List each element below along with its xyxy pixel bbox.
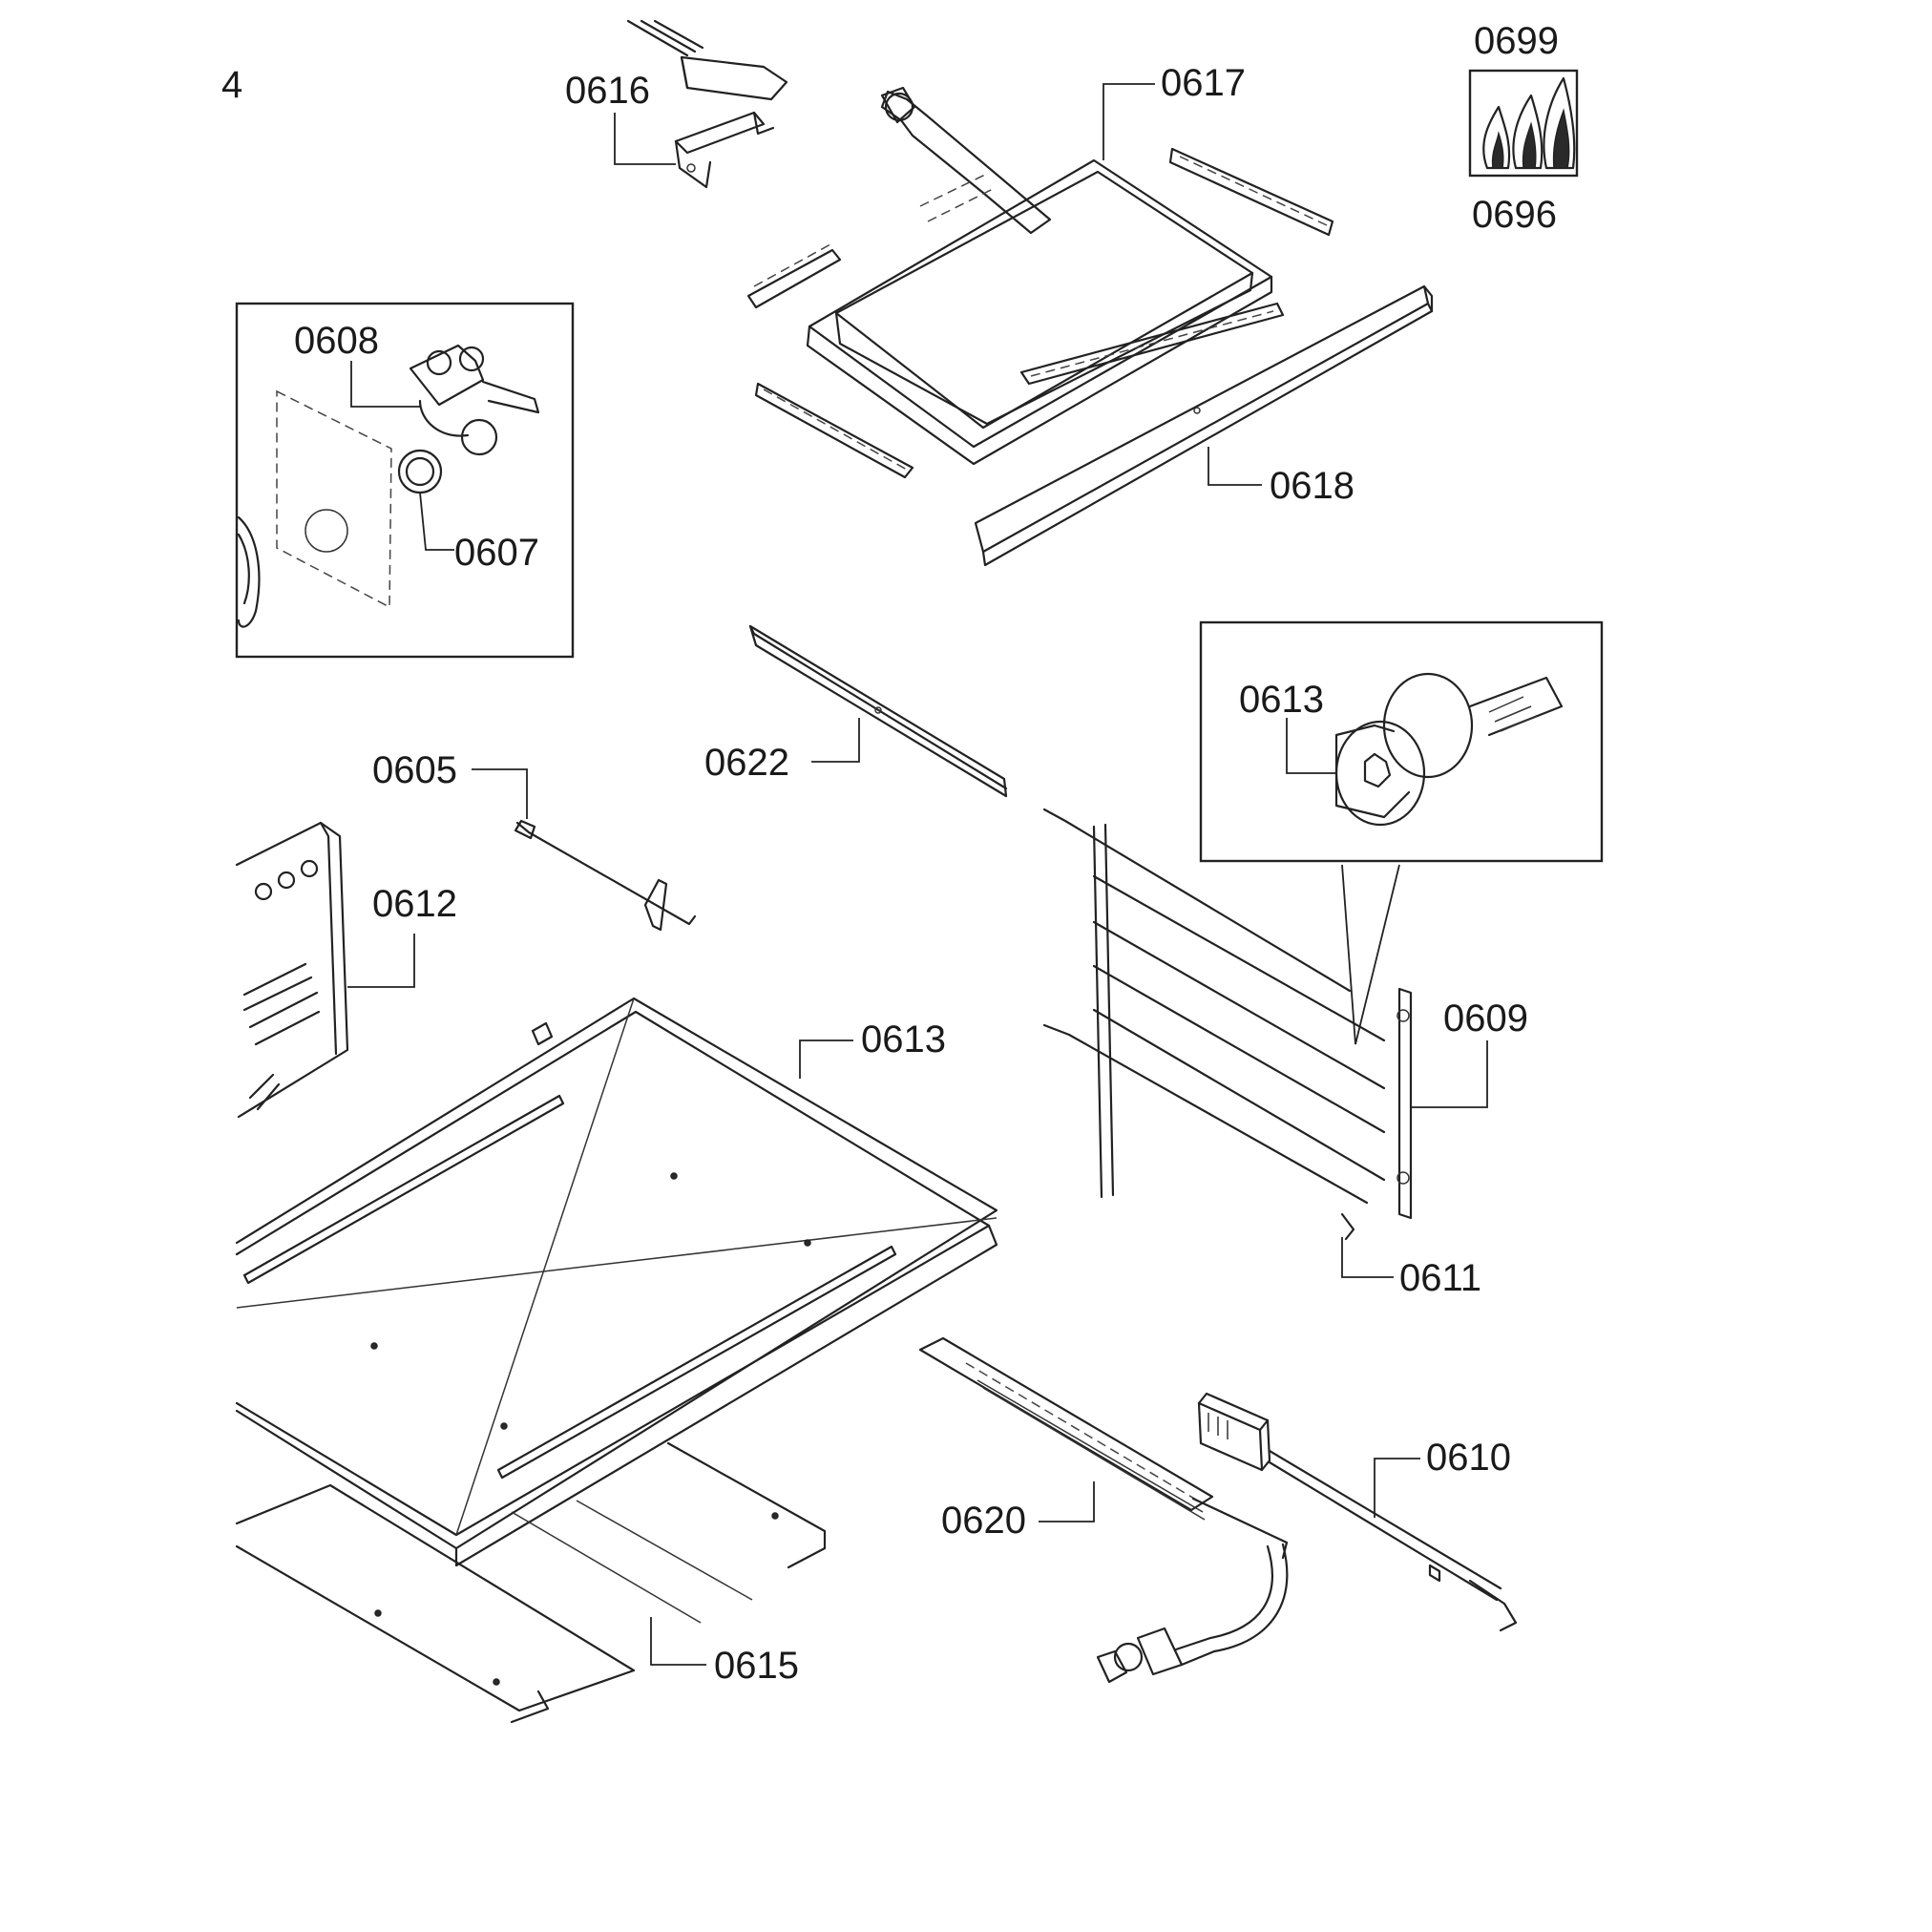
part-0611-fan-cover [235, 821, 349, 1119]
leader-0616 [614, 113, 676, 165]
callout-0617: 0617 [1161, 62, 1246, 104]
part-0612-rack [1042, 808, 1413, 1241]
leader-0611 [347, 934, 415, 988]
part-0620-bottom-burner [918, 1336, 1289, 1684]
leader-0610 [650, 1617, 706, 1666]
callout-0613a: 0613 [1239, 679, 1324, 721]
part-0616-ignition-module [626, 19, 788, 189]
part-0618-rail [974, 284, 1434, 567]
callout-0620: 0620 [941, 1500, 1026, 1542]
callout-0615: 0610 [1426, 1437, 1511, 1479]
leader-0609 [472, 768, 528, 819]
detail-box-thermostat [235, 302, 575, 659]
callout-0699: 0699 [1474, 20, 1559, 62]
callout-0622: 0622 [704, 742, 789, 784]
part-0609-temperature-probe [514, 819, 697, 932]
callout-0616: 0616 [565, 70, 650, 112]
leader-0608 [350, 361, 420, 408]
edge-mark: 4 [221, 64, 242, 106]
leader-0618 [1208, 447, 1262, 486]
part-0615-igniter-lead [1197, 1392, 1518, 1632]
part-0610-underside-shield [235, 1441, 827, 1724]
gas-flame-symbol [1468, 69, 1579, 178]
callout-0611: 0612 [372, 883, 457, 925]
callout-0696: 0696 [1472, 194, 1557, 236]
leader-0617 [1102, 83, 1155, 160]
callout-0605: 0613 [861, 1018, 946, 1060]
callout-0607: 0607 [454, 532, 539, 574]
part-0622-angle-strip [748, 624, 1008, 798]
leader-0622 [811, 718, 860, 763]
leader-0607 [419, 492, 454, 551]
callout-0618: 0618 [1270, 465, 1354, 507]
callout-0613b: 0611 [1399, 1257, 1481, 1299]
leader-0615 [1374, 1458, 1420, 1518]
mounting-strips [746, 147, 1334, 479]
part-0617-burner-cover [806, 86, 1273, 466]
leader-0620 [1039, 1481, 1095, 1522]
leader-0612 [1411, 1040, 1488, 1108]
callout-0608: 0608 [294, 320, 379, 362]
callout-0609: 0605 [372, 749, 457, 791]
leader-0605 [799, 1040, 853, 1079]
leader-0613a [1286, 718, 1336, 774]
callout-0612: 0609 [1443, 998, 1528, 1040]
leader-0613b [1341, 1237, 1394, 1278]
part-0605-bottom-panel [235, 997, 998, 1567]
callout-0610: 0615 [714, 1645, 799, 1687]
